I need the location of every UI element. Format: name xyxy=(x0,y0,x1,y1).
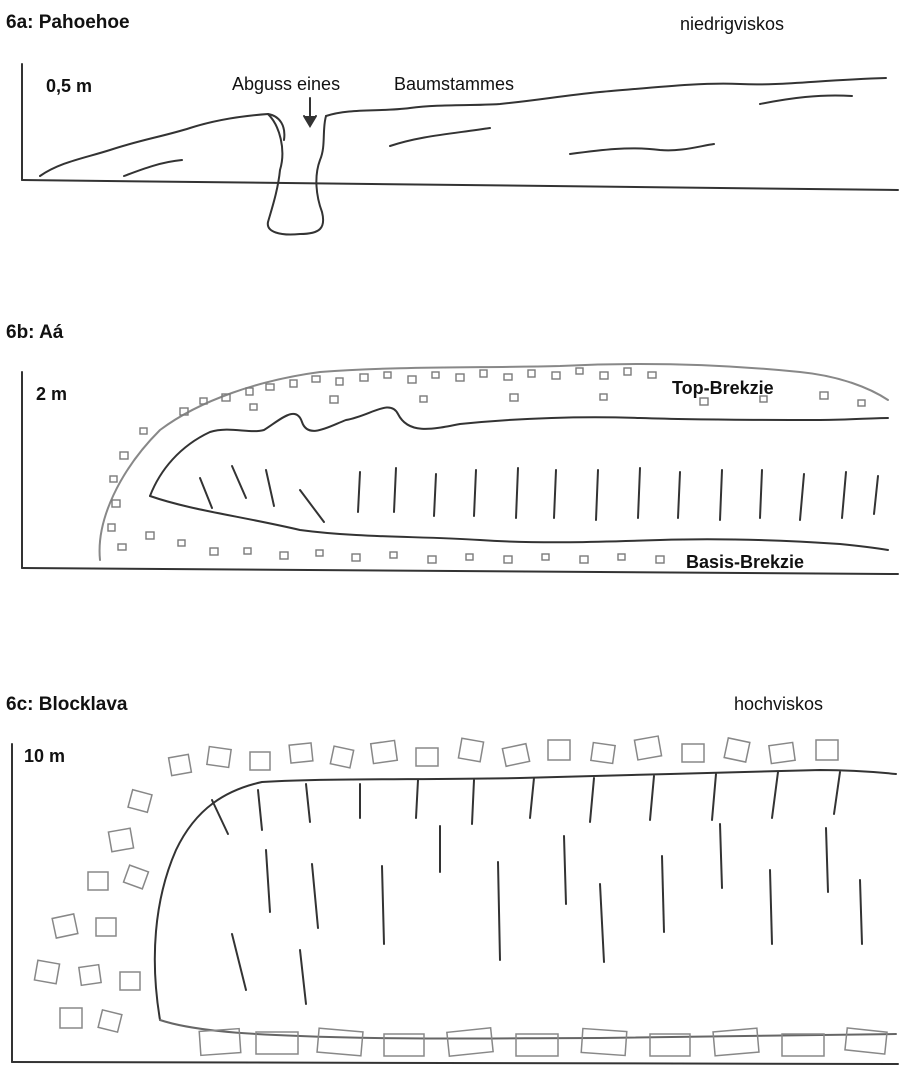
panel-a-tree-mold xyxy=(268,114,326,235)
panel-b-top-label: Top-Brekzie xyxy=(672,378,774,399)
panel-c-ground-line xyxy=(12,1062,898,1064)
panel-c-joints xyxy=(212,772,862,1004)
panel-b-joints xyxy=(200,466,878,522)
panel-a-annotation-2: Baumstammes xyxy=(394,74,514,95)
panel-c-core-base xyxy=(160,1020,896,1039)
panel-c-core-top xyxy=(155,770,896,1020)
panel-c-scale: 10 m xyxy=(24,746,65,767)
panel-a-viscosity: niedrigviskos xyxy=(680,14,784,35)
panel-a-title: 6a: Pahoehoe xyxy=(6,12,130,34)
panel-b-scale: 2 m xyxy=(36,384,67,405)
panel-b-core-base xyxy=(150,496,888,550)
panel-c-title: 6c: Blocklava xyxy=(6,694,127,716)
panel-a-ground-line xyxy=(22,180,898,190)
panel-a-annotation-1: Abguss eines xyxy=(232,74,340,95)
panel-c-viscosity: hochviskos xyxy=(734,694,823,715)
panel-b-base-label: Basis-Brekzie xyxy=(686,552,804,573)
panel-c-blocks xyxy=(34,736,887,1056)
panel-b-basal-breccia xyxy=(108,428,664,563)
panel-a-ropy-3 xyxy=(570,144,714,154)
panel-a-scale: 0,5 m xyxy=(46,76,92,97)
panel-b-core-top xyxy=(150,407,888,496)
panel-a-ropy-2 xyxy=(390,128,490,146)
panel-a-ropy-1 xyxy=(124,160,182,176)
panel-b-title: 6b: Aá xyxy=(6,322,63,344)
panel-a-ropy-4 xyxy=(760,95,852,104)
